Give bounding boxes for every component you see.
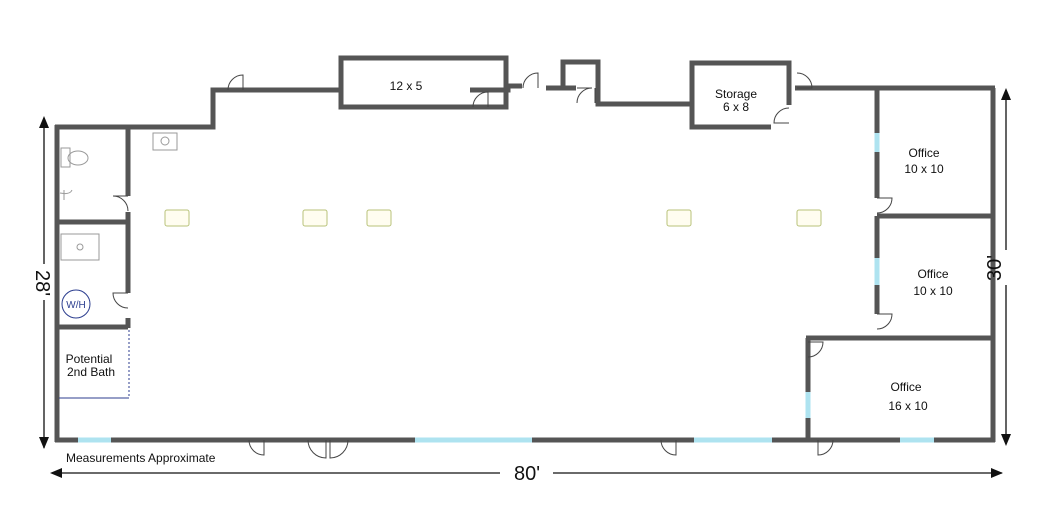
door-swing-storage (773, 107, 790, 124)
door-swing-office-a (876, 197, 893, 214)
closet-12x5-walls (338, 55, 509, 110)
office-c-size: 16 x 10 (888, 399, 928, 413)
light-fixture (302, 209, 328, 227)
door-swing-front-3 (660, 439, 677, 456)
office-b-label: Office (917, 267, 948, 281)
door-swing-5 (796, 72, 813, 89)
door-swing-office-b (876, 313, 893, 330)
left-room-walls (57, 127, 131, 330)
right-dimension-label: 30' (984, 255, 1006, 281)
office-c-label: Office (890, 380, 921, 394)
bath2-label: Potential (66, 352, 113, 366)
office-b-size: 10 x 10 (913, 284, 953, 298)
door-swing-front-2a (307, 439, 327, 459)
door-swing-front-1 (248, 439, 265, 456)
toilet-tank-icon (60, 147, 71, 168)
water-heater-label: W/H (66, 300, 85, 311)
vestibule-walls (560, 59, 601, 88)
doors (112, 72, 893, 459)
utility-sink-icon (60, 233, 100, 261)
water-heater-icon (61, 289, 91, 319)
measurement-note: Measurements Approximate (66, 451, 216, 465)
door-swing-bath1 (112, 195, 129, 212)
windows (78, 133, 934, 443)
fixtures (59, 132, 178, 319)
door-swing-3 (522, 72, 539, 89)
light-fixture (164, 209, 190, 227)
left-dimension-label: 28' (31, 270, 53, 296)
dimension-lines (39, 88, 1011, 478)
storage-size: 6 x 8 (723, 100, 749, 114)
ceiling-lights (164, 209, 822, 227)
door-swing-2 (472, 91, 489, 108)
closet-label: 12 x 5 (390, 79, 423, 93)
bottom-dimension-label: 80' (514, 463, 540, 485)
bath2-sublabel: 2nd Bath (67, 365, 115, 379)
light-fixture (666, 209, 692, 227)
door-swing-office-c (807, 341, 824, 358)
office-a-size: 10 x 10 (904, 162, 944, 176)
sink-icon (152, 132, 178, 151)
door-swing-bath2 (112, 292, 129, 309)
light-fixture (366, 209, 392, 227)
toilet-bowl-icon (67, 150, 89, 166)
storage-label: Storage (715, 87, 757, 101)
light-fixture (796, 209, 822, 227)
exterior-walls (54, 83, 996, 443)
office-a-label: Office (908, 146, 939, 160)
storage-walls (689, 60, 792, 130)
door-swing-front-4 (817, 439, 834, 456)
potential-bath-outline (59, 330, 130, 399)
door-swing-1 (227, 74, 244, 91)
door-swing-front-2b (329, 439, 349, 459)
door-swing-4 (576, 87, 593, 104)
grab-bar-icon (59, 189, 73, 200)
